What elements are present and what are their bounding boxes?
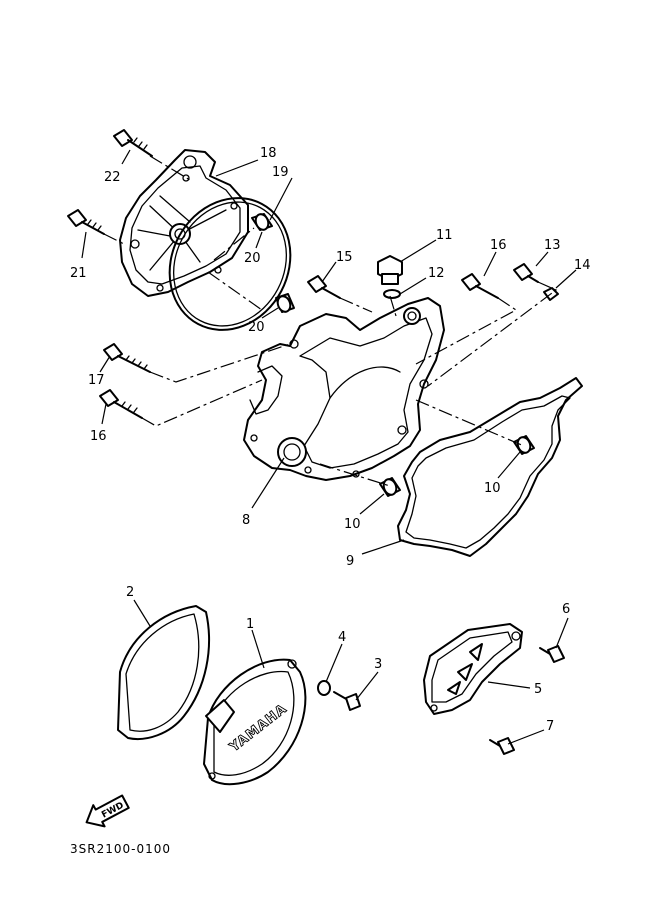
- dowel-pin-part-20-upper: [251, 213, 273, 231]
- dowel-pin-part-20-lower: [275, 293, 295, 313]
- bolt-part-22: [113, 129, 153, 157]
- callout-4: 4: [338, 630, 346, 645]
- bolt-part-15: [307, 275, 341, 299]
- callout-20-upper: 20: [244, 251, 261, 266]
- bolt-part-6: [539, 645, 565, 663]
- callout-11: 11: [436, 228, 453, 243]
- callout-12: 12: [428, 266, 445, 281]
- leader-lines: [81, 149, 577, 745]
- bolt-part-16-lower: [99, 389, 143, 419]
- yamaha-brand-text: YAMAHA: [226, 701, 290, 755]
- dowel-part-10-lower: [379, 477, 401, 497]
- callout-20-lower: 20: [248, 320, 265, 335]
- crankcase-gasket-part-9: [397, 377, 583, 557]
- o-ring-part-12: [383, 289, 401, 299]
- assembly-lines-upper: [103, 155, 558, 487]
- washer-part-4: [317, 680, 331, 696]
- bolt-part-17: [103, 343, 151, 373]
- callout-21: 21: [70, 266, 87, 281]
- callout-14: 14: [574, 258, 591, 273]
- callout-9: 9: [346, 554, 354, 569]
- callout-6: 6: [562, 602, 570, 617]
- callout-10-left: 10: [344, 517, 361, 532]
- callout-22: 22: [104, 170, 121, 185]
- bolt-part-21: [67, 209, 105, 235]
- callout-1: 1: [246, 617, 254, 632]
- diagram-code: 3SR2100-0100: [70, 842, 171, 856]
- callout-7: 7: [546, 719, 554, 734]
- forward-arrow-label: FWD: [100, 801, 125, 821]
- callout-5: 5: [534, 682, 542, 697]
- callout-8: 8: [242, 513, 250, 528]
- callout-16-lower: 16: [90, 429, 107, 444]
- bolt-part-13: [513, 263, 539, 283]
- outer-cover-gasket-part-19: [168, 197, 292, 331]
- sprocket-guard-part-5: [423, 623, 523, 715]
- callout-2: 2: [126, 585, 134, 600]
- outer-cover-part-18: [119, 149, 249, 297]
- callout-13: 13: [544, 238, 561, 253]
- generator-gasket-part-2: [117, 605, 211, 740]
- callout-17: 17: [88, 373, 105, 388]
- callout-15: 15: [336, 250, 353, 265]
- callout-19: 19: [272, 165, 289, 180]
- dowel-part-10-upper: [513, 435, 535, 455]
- callout-16-upper: 16: [490, 238, 507, 253]
- callout-3: 3: [374, 657, 382, 672]
- callout-18: 18: [260, 146, 277, 161]
- bolt-part-7: [489, 737, 515, 755]
- generator-cover-part-1: YAMAHA: [203, 658, 307, 786]
- crankcase-cover-part-8: [243, 297, 445, 481]
- bolt-part-16-upper: [461, 273, 499, 299]
- bolt-part-3: [333, 691, 361, 711]
- callout-labels: 22 18 19 20 21 20 15 11 12 16 13 14 17 1…: [70, 146, 591, 734]
- oil-filler-plug-part-11: [377, 255, 403, 285]
- callout-10-right: 10: [484, 481, 501, 496]
- forward-arrow: FWD: [85, 794, 130, 828]
